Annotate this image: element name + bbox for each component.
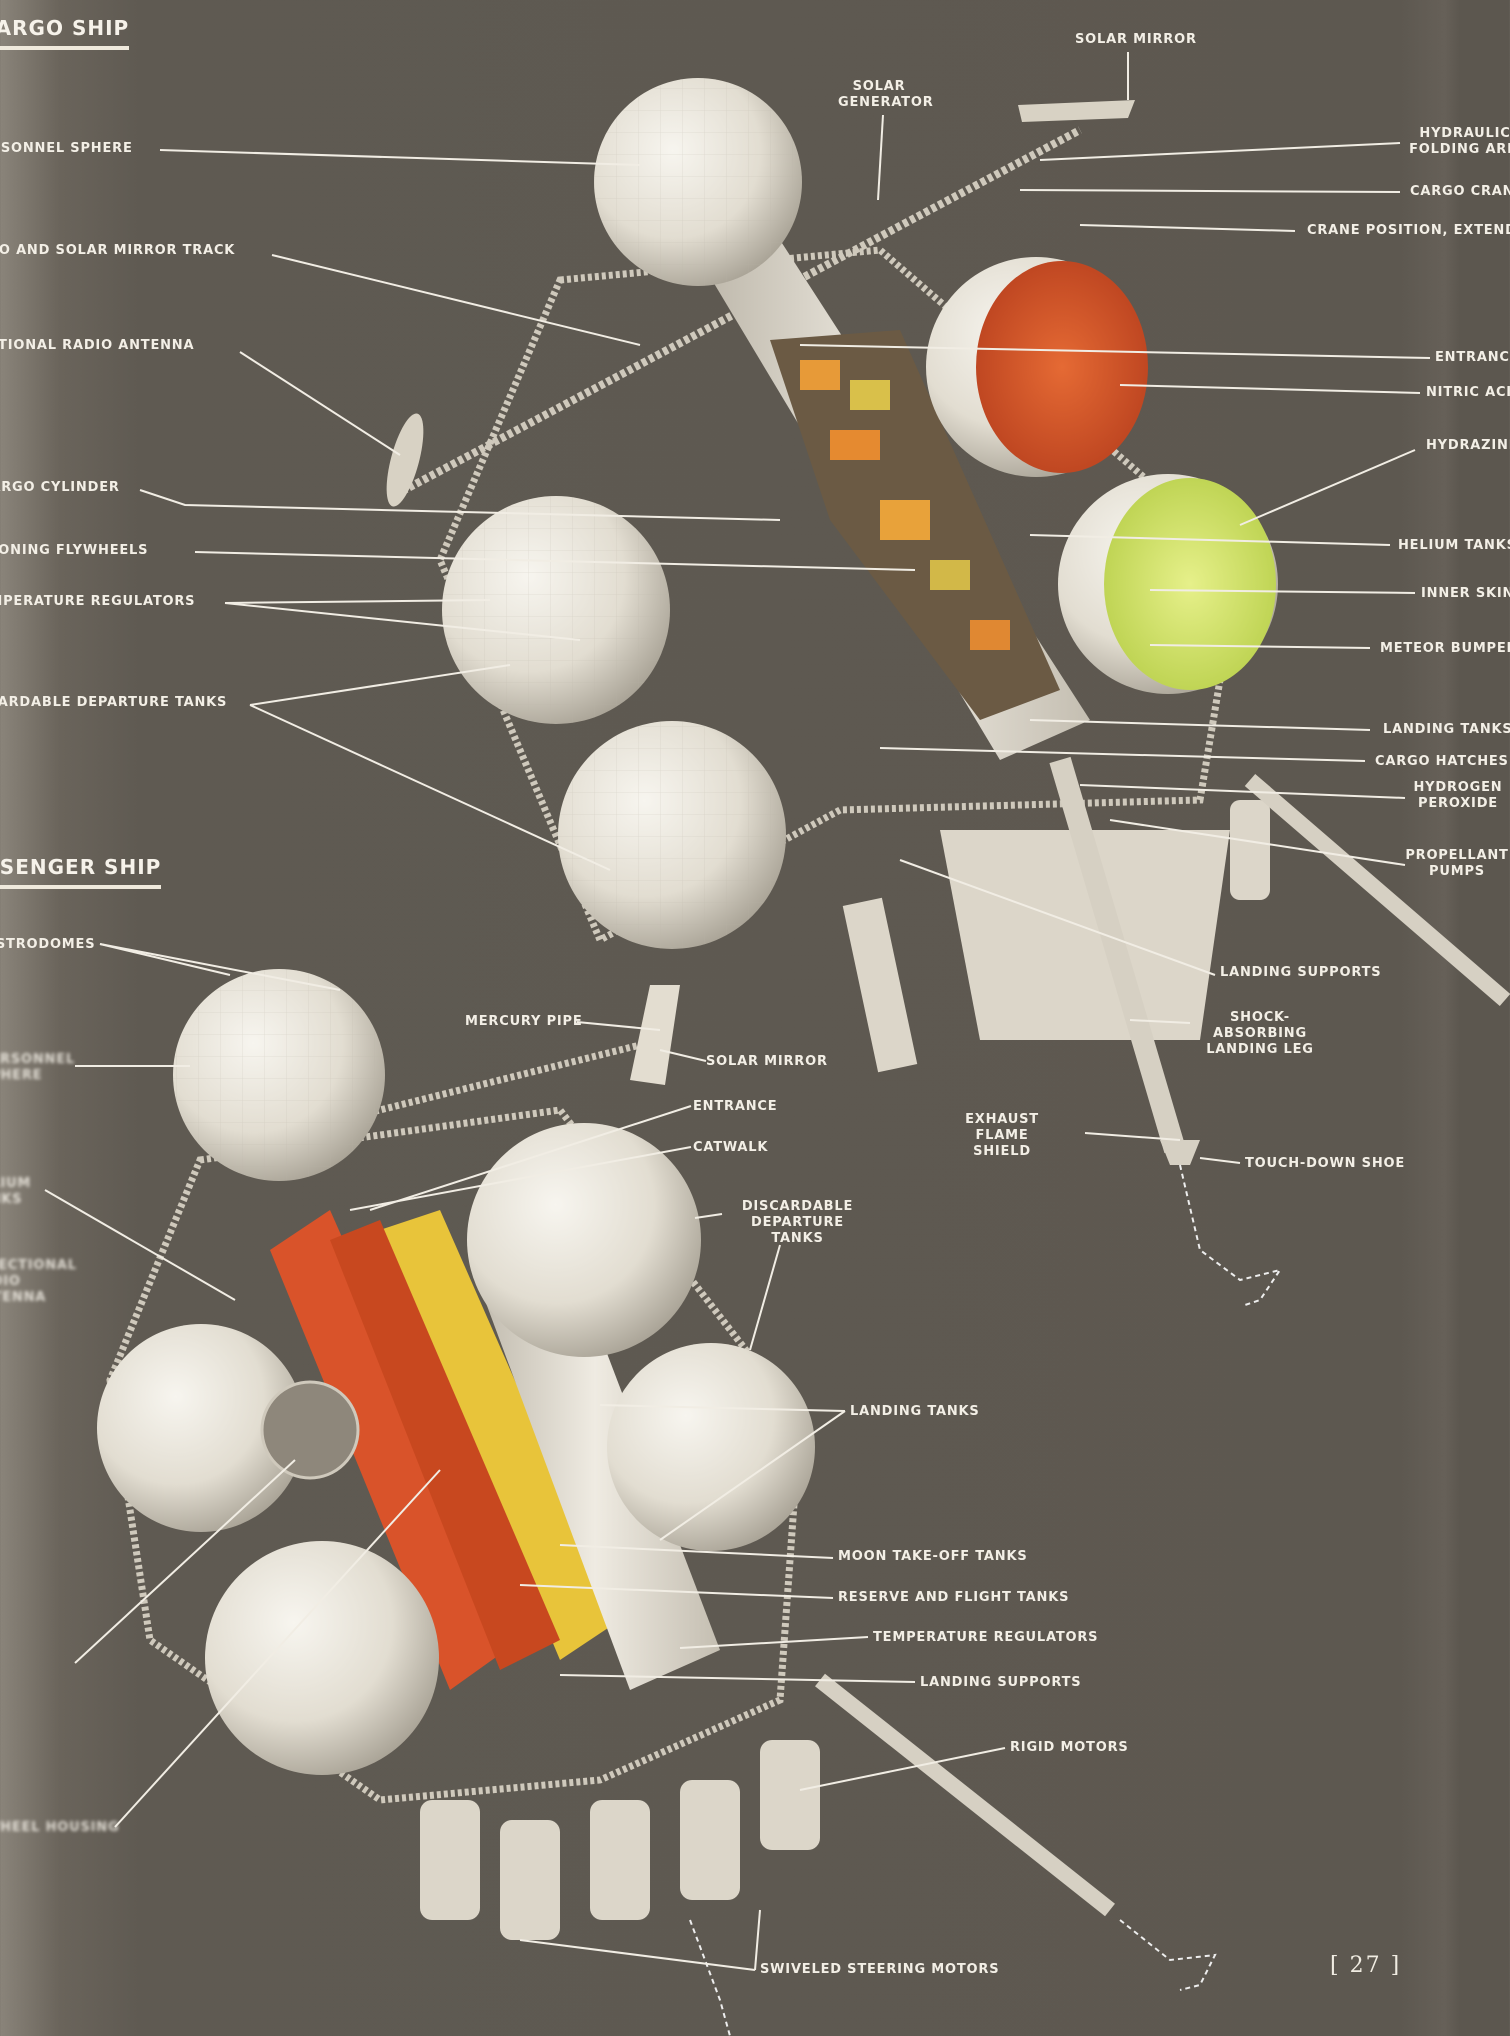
landing-support [1244,773,1510,1007]
label-temperature-regulators: TEMPERATURE REGULATORS [0,594,196,609]
label-departure-tanks: DISCARDABLE DEPARTURE TANKS [741,1199,854,1246]
label-cargo-hatches: CARGO HATCHES [1375,754,1509,769]
passenger-motors [420,1740,820,1940]
label-landing-supports: LANDING SUPPORTS [1220,965,1382,980]
passenger-frame [106,1106,804,1804]
label-departure-tanks: DISCARDABLE DEPARTURE TANKS [0,695,228,710]
label-hydrogen-peroxide: HYDROGEN PEROXIDE [1413,780,1503,811]
label-steering-motors: SWIVELED STEERING MOTORS [760,1962,1000,1977]
label-catwalk: CATWALK [693,1140,769,1155]
departure-tank [97,1324,305,1532]
radio-antenna [386,413,424,507]
label-radio-antenna: DIRECTIONAL RADIO ANTENNA [0,338,195,353]
label-moon-takeoff-tanks: MOON TAKE-OFF TANKS [838,1549,1028,1564]
label-entrance: ENTRANCE [1435,350,1510,365]
wheel-housing [260,1380,360,1480]
label-cargo-cylinder: CARGO CYLINDER [0,480,120,495]
label-hydrazine: HYDRAZINE [1426,438,1510,453]
label-wheel-housing: WHEEL HOUSING [0,1820,120,1835]
cargo-cylinder [700,240,1090,760]
solar-mirror [1018,100,1135,122]
label-meteor-bumper: METEOR BUMPER [1380,641,1510,656]
label-touchdown-shoe: TOUCH-DOWN SHOE [1245,1156,1406,1171]
label-landing-supports: LANDING SUPPORTS [920,1675,1082,1690]
label-hydraulic-arm: HYDRAULIC FOLDING ARM [1409,126,1510,157]
label-reserve-flight-tanks: RESERVE AND FLIGHT TANKS [838,1590,1070,1605]
departure-tank [467,1123,701,1357]
page-number: [ 27 ] [1330,1953,1402,1978]
label-temperature-regulators: TEMPERATURE REGULATORS [873,1630,1099,1645]
touchdown-shoe [1160,1140,1200,1165]
passenger-solar-mirror [630,985,680,1085]
label-helium-tanks: HELIUM TANKS [0,1176,32,1207]
label-propellant-pumps: PROPELLANT PUMPS [1405,848,1509,879]
label-helium-tanks: HELIUM TANKS [1398,538,1510,553]
label-nitric-acid: NITRIC ACID [1426,385,1510,400]
cargo-ship-title: CARGO SHIP [0,16,130,50]
cargo-ship [386,78,1510,1306]
leader-lines [44,52,1431,1971]
label-exhaust-shield: EXHAUST FLAME SHIELD [965,1112,1039,1159]
landing-leg [1049,756,1186,1154]
label-personnel-sphere: PERSONNEL SPHERE [0,1052,75,1083]
label-solar-generator: SOLAR GENERATOR [838,79,934,110]
label-entrance: ENTRANCE [693,1099,778,1114]
label-landing-tanks: LANDING TANKS [850,1404,980,1419]
reserve-flight-tanks [380,1210,620,1660]
label-solar-mirror: SOLAR MIRROR [706,1054,828,1069]
cargo-motors [842,800,1270,1073]
label-solar-mirror: SOLAR MIRROR [1075,32,1197,47]
label-landing-tanks: LANDING TANKS [1383,722,1510,737]
passenger-ship [97,969,1217,2036]
label-astrodomes: ASTRODOMES [0,937,96,952]
label-radio-track: RADIO AND SOLAR MIRROR TRACK [0,243,236,258]
label-radio-antenna: DIRECTIONAL RADIO ANTENNA [0,1258,77,1305]
label-mercury-pipe: MERCURY PIPE [465,1014,583,1029]
label-inner-skin: INNER SKIN [1421,586,1510,601]
departure-tank [607,1343,815,1551]
label-shock-leg: SHOCK-ABSORBING LANDING LEG [1206,1010,1314,1057]
departure-tank [205,1541,439,1775]
label-crane-extended: CRANE POSITION, EXTENDED [1307,223,1510,238]
passenger-ship-title: PASSENGER SHIP [0,855,162,889]
moon-takeoff-tanks [270,1210,520,1690]
label-personnel-sphere: PERSONNEL SPHERE [0,141,133,156]
label-rigid-motors: RIGID MOTORS [1010,1740,1129,1755]
label-cargo-crane: CARGO CRANE [1410,184,1510,199]
passenger-landing-support [815,1673,1115,1917]
label-flywheels: POSITIONING FLYWHEELS [0,543,149,558]
